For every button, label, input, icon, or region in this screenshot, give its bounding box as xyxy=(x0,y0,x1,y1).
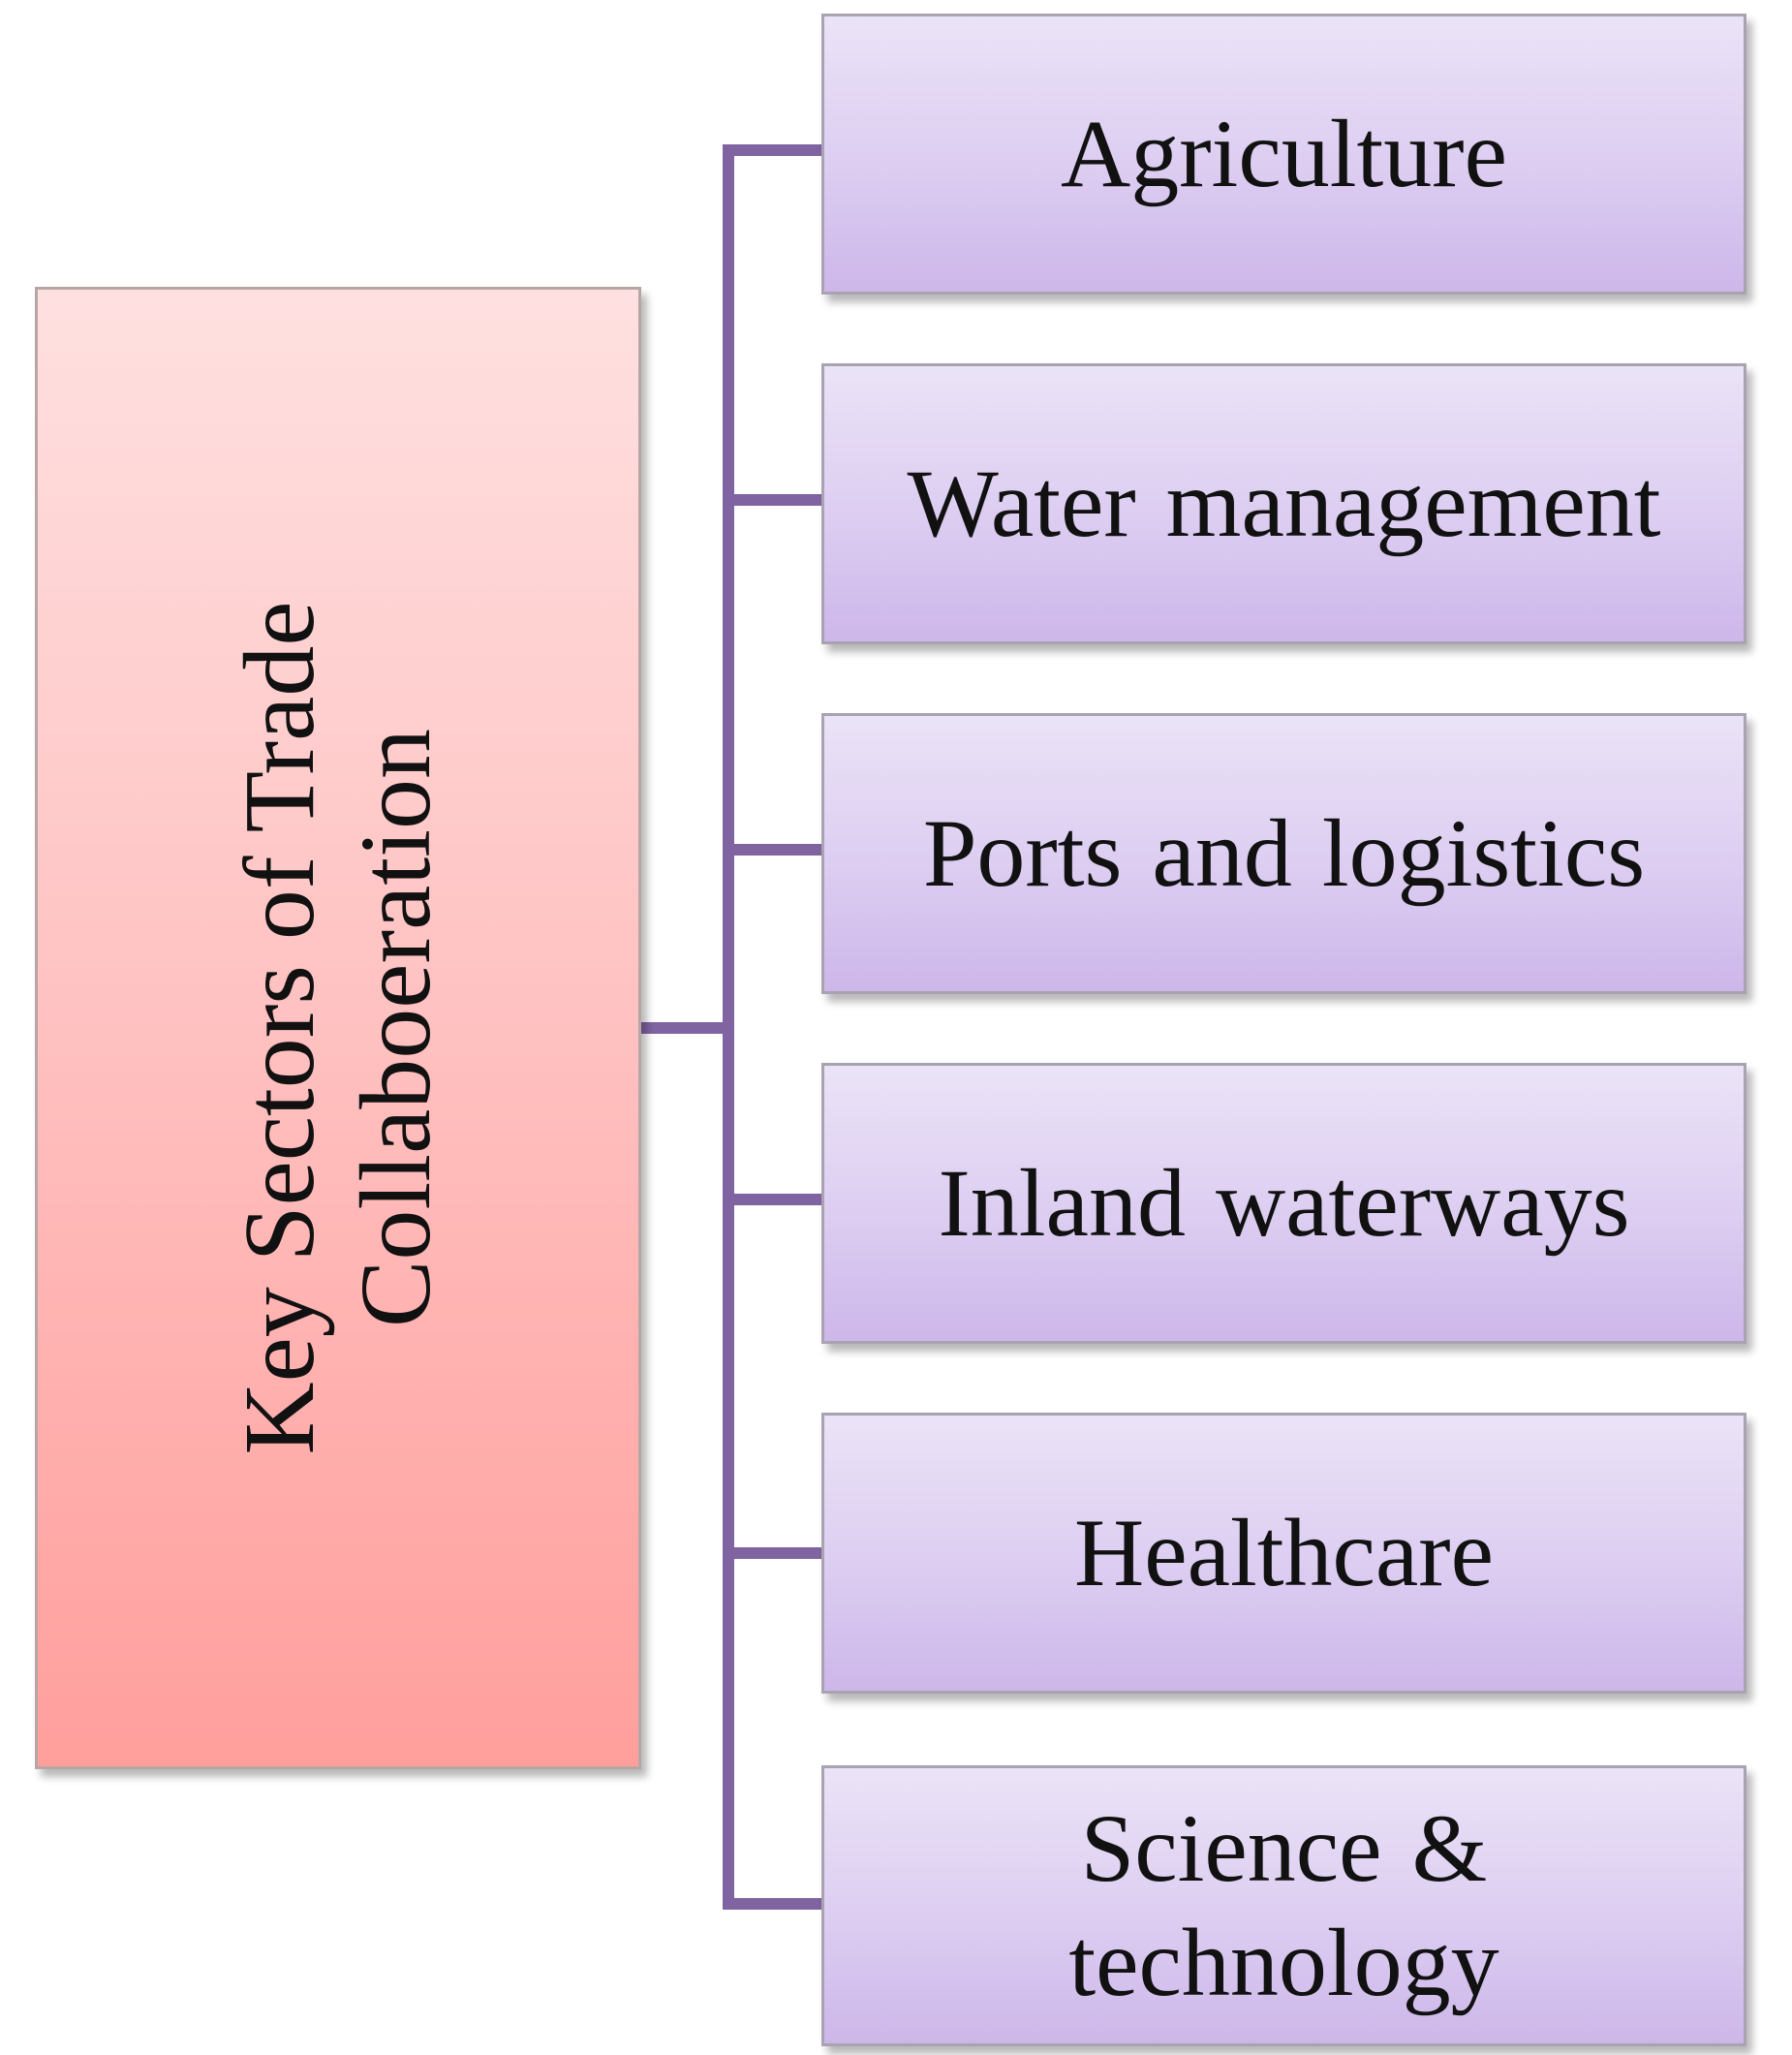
sector-node-agriculture: Agriculture xyxy=(821,14,1746,295)
sector-node-water-management: Water management xyxy=(821,363,1746,644)
sector-label: Inland waterways xyxy=(938,1149,1630,1257)
root-label-line-2: Collaboeration xyxy=(340,728,451,1328)
sector-node-inland-waterways: Inland waterways xyxy=(821,1063,1746,1344)
root-node-label: Key Sectors of Trade Collaboeration xyxy=(222,495,454,1561)
sector-label: Agriculture xyxy=(1061,100,1507,207)
sector-node-healthcare: Healthcare xyxy=(821,1413,1746,1694)
sector-node-science-technology: Science & technology xyxy=(821,1765,1746,2046)
root-label-line-1: Key Sectors of Trade xyxy=(224,601,335,1455)
sector-label: Ports and logistics xyxy=(922,799,1646,907)
sector-label: Water management xyxy=(907,450,1661,557)
root-node: Key Sectors of Trade Collaboeration xyxy=(35,287,641,1769)
sector-label: Science & technology xyxy=(1068,1794,1499,2016)
sector-label: Healthcare xyxy=(1073,1499,1494,1606)
sector-node-ports-and-logistics: Ports and logistics xyxy=(821,713,1746,994)
